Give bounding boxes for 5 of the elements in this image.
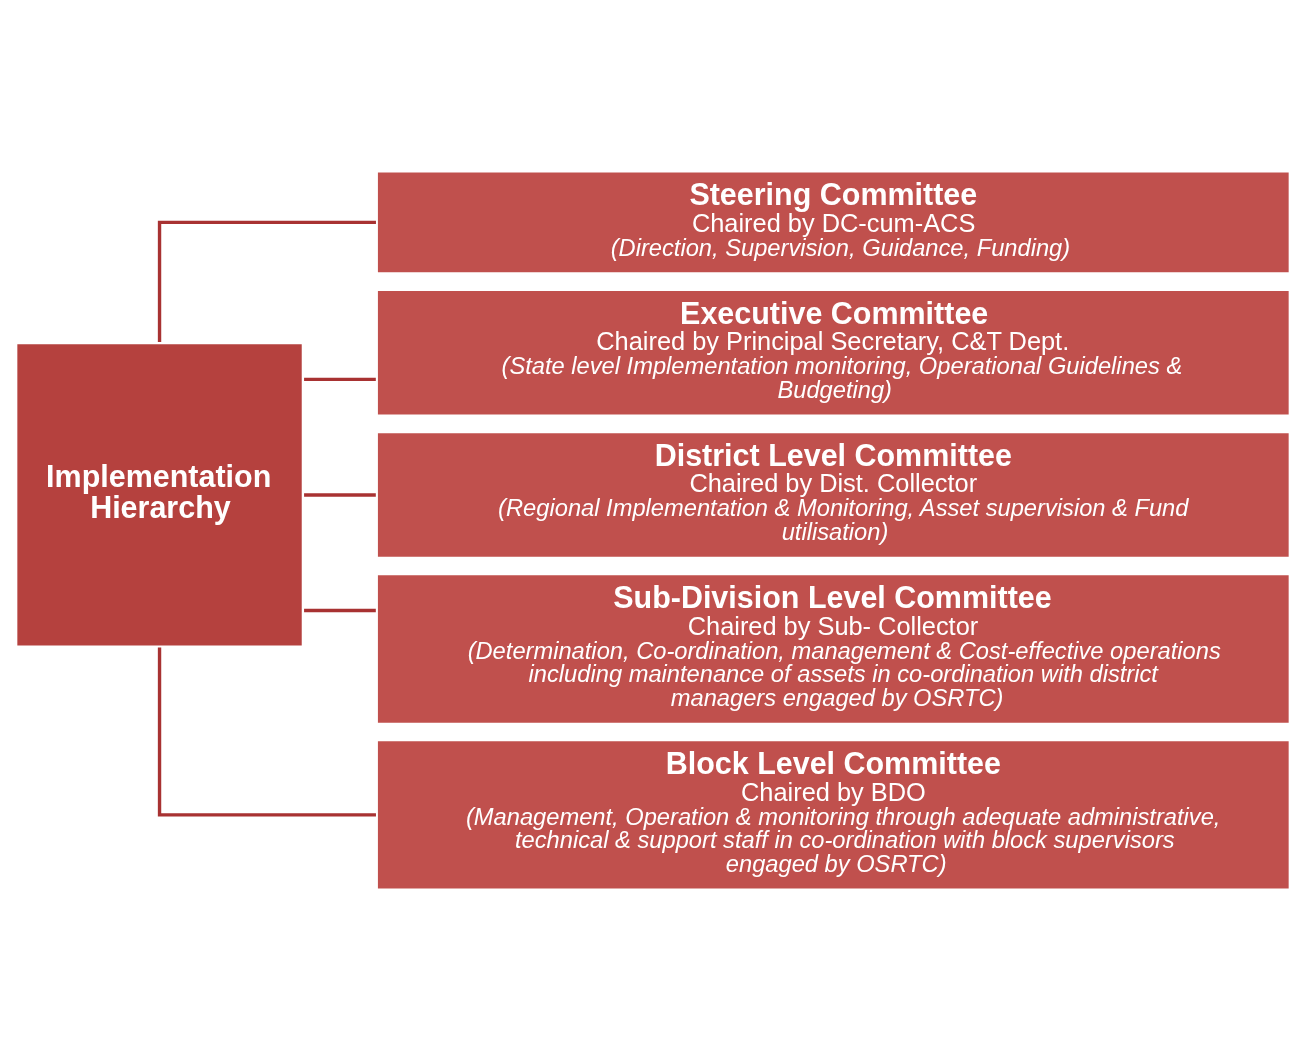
connector	[157, 220, 376, 342]
connector	[304, 377, 376, 381]
connector	[157, 646, 376, 817]
connector	[304, 492, 376, 497]
connector	[304, 608, 376, 612]
